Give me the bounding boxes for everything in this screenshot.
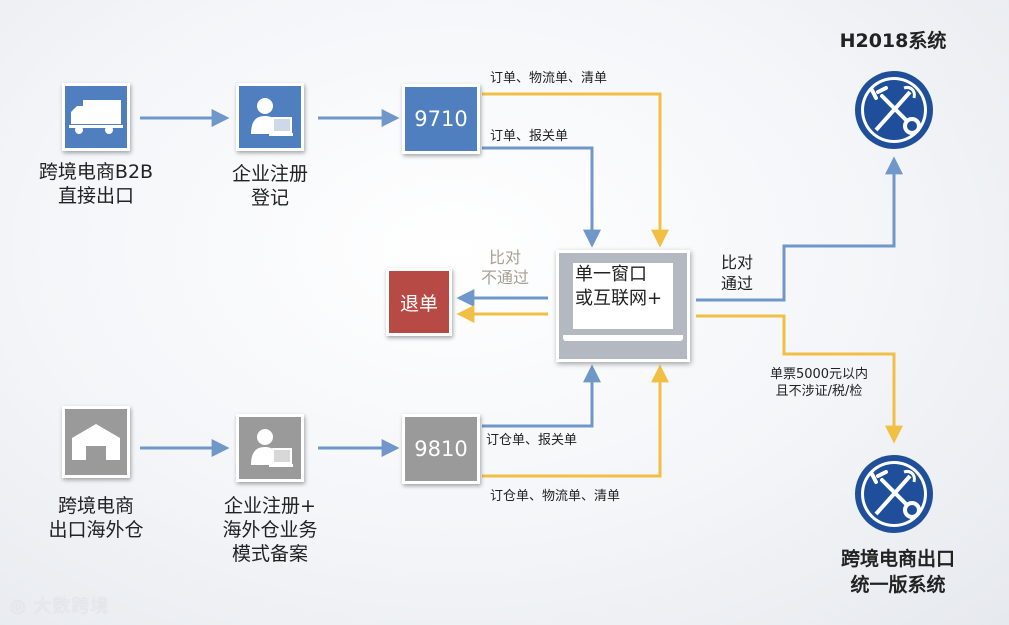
edge-center-unified [696,314,903,444]
watermark: ◎ 大数跨境 [10,592,109,618]
edge-label-9710-blue: 订单、报关单 [490,129,569,144]
watermark-text: 大数跨境 [33,596,110,617]
watermark-logo-icon: ◎ [10,596,34,617]
edge-9710-blue [482,146,601,248]
code-9810-box: 9810 [402,414,480,484]
center-line-2: 或互联网+ [575,288,663,309]
person-computer-icon [251,429,293,467]
b2b-source-label: 跨境电商B2B 直接出口 [38,161,154,207]
register-box-top [236,83,304,151]
person-computer-icon [251,98,293,136]
b2b-source-box [62,83,130,151]
computer-base [563,335,683,341]
unified-system-title: 跨境电商出口 统一版系统 [840,548,955,596]
edge-label-9810-yellow: 订仓单、物流单、清单 [490,489,621,504]
pass-condition-label: 比对 通过 [720,253,753,293]
small-value-condition-label: 单票5000元以内 且不涉证/税/检 [769,367,869,399]
customs-emblem-icon [855,455,933,533]
center-line-1: 单一窗口 [575,264,647,285]
edge-9810-yellow [482,364,669,478]
reject-box: 退单 [386,268,452,336]
warehouse-source-label: 跨境电商 出口海外仓 [48,495,144,541]
truck-icon [69,100,123,134]
register-box-bottom [236,414,304,482]
register-label-top: 企业注册 登记 [231,163,308,209]
edge-9810-blue [482,364,601,428]
edge-center-h2018 [696,156,903,302]
customs-emblem-icon [855,71,933,149]
code-9710-box: 9710 [402,84,480,154]
computer-screen: 单一窗口 或互联网+ [573,263,673,329]
single-window-box: 单一窗口 或互联网+ [556,250,690,362]
edge-label-9810-blue: 订仓单、报关单 [486,433,578,448]
warehouse-source-box [62,406,130,478]
edge-9710-yellow [482,92,669,248]
h2018-system-title: H2018系统 [839,30,947,52]
register-label-bottom: 企业注册+ 海外仓业务 模式备案 [222,495,318,565]
warehouse-icon [72,424,120,460]
edge-label-9710-yellow: 订单、物流单、清单 [490,71,608,86]
reject-condition-label: 比对 不通过 [480,248,529,287]
